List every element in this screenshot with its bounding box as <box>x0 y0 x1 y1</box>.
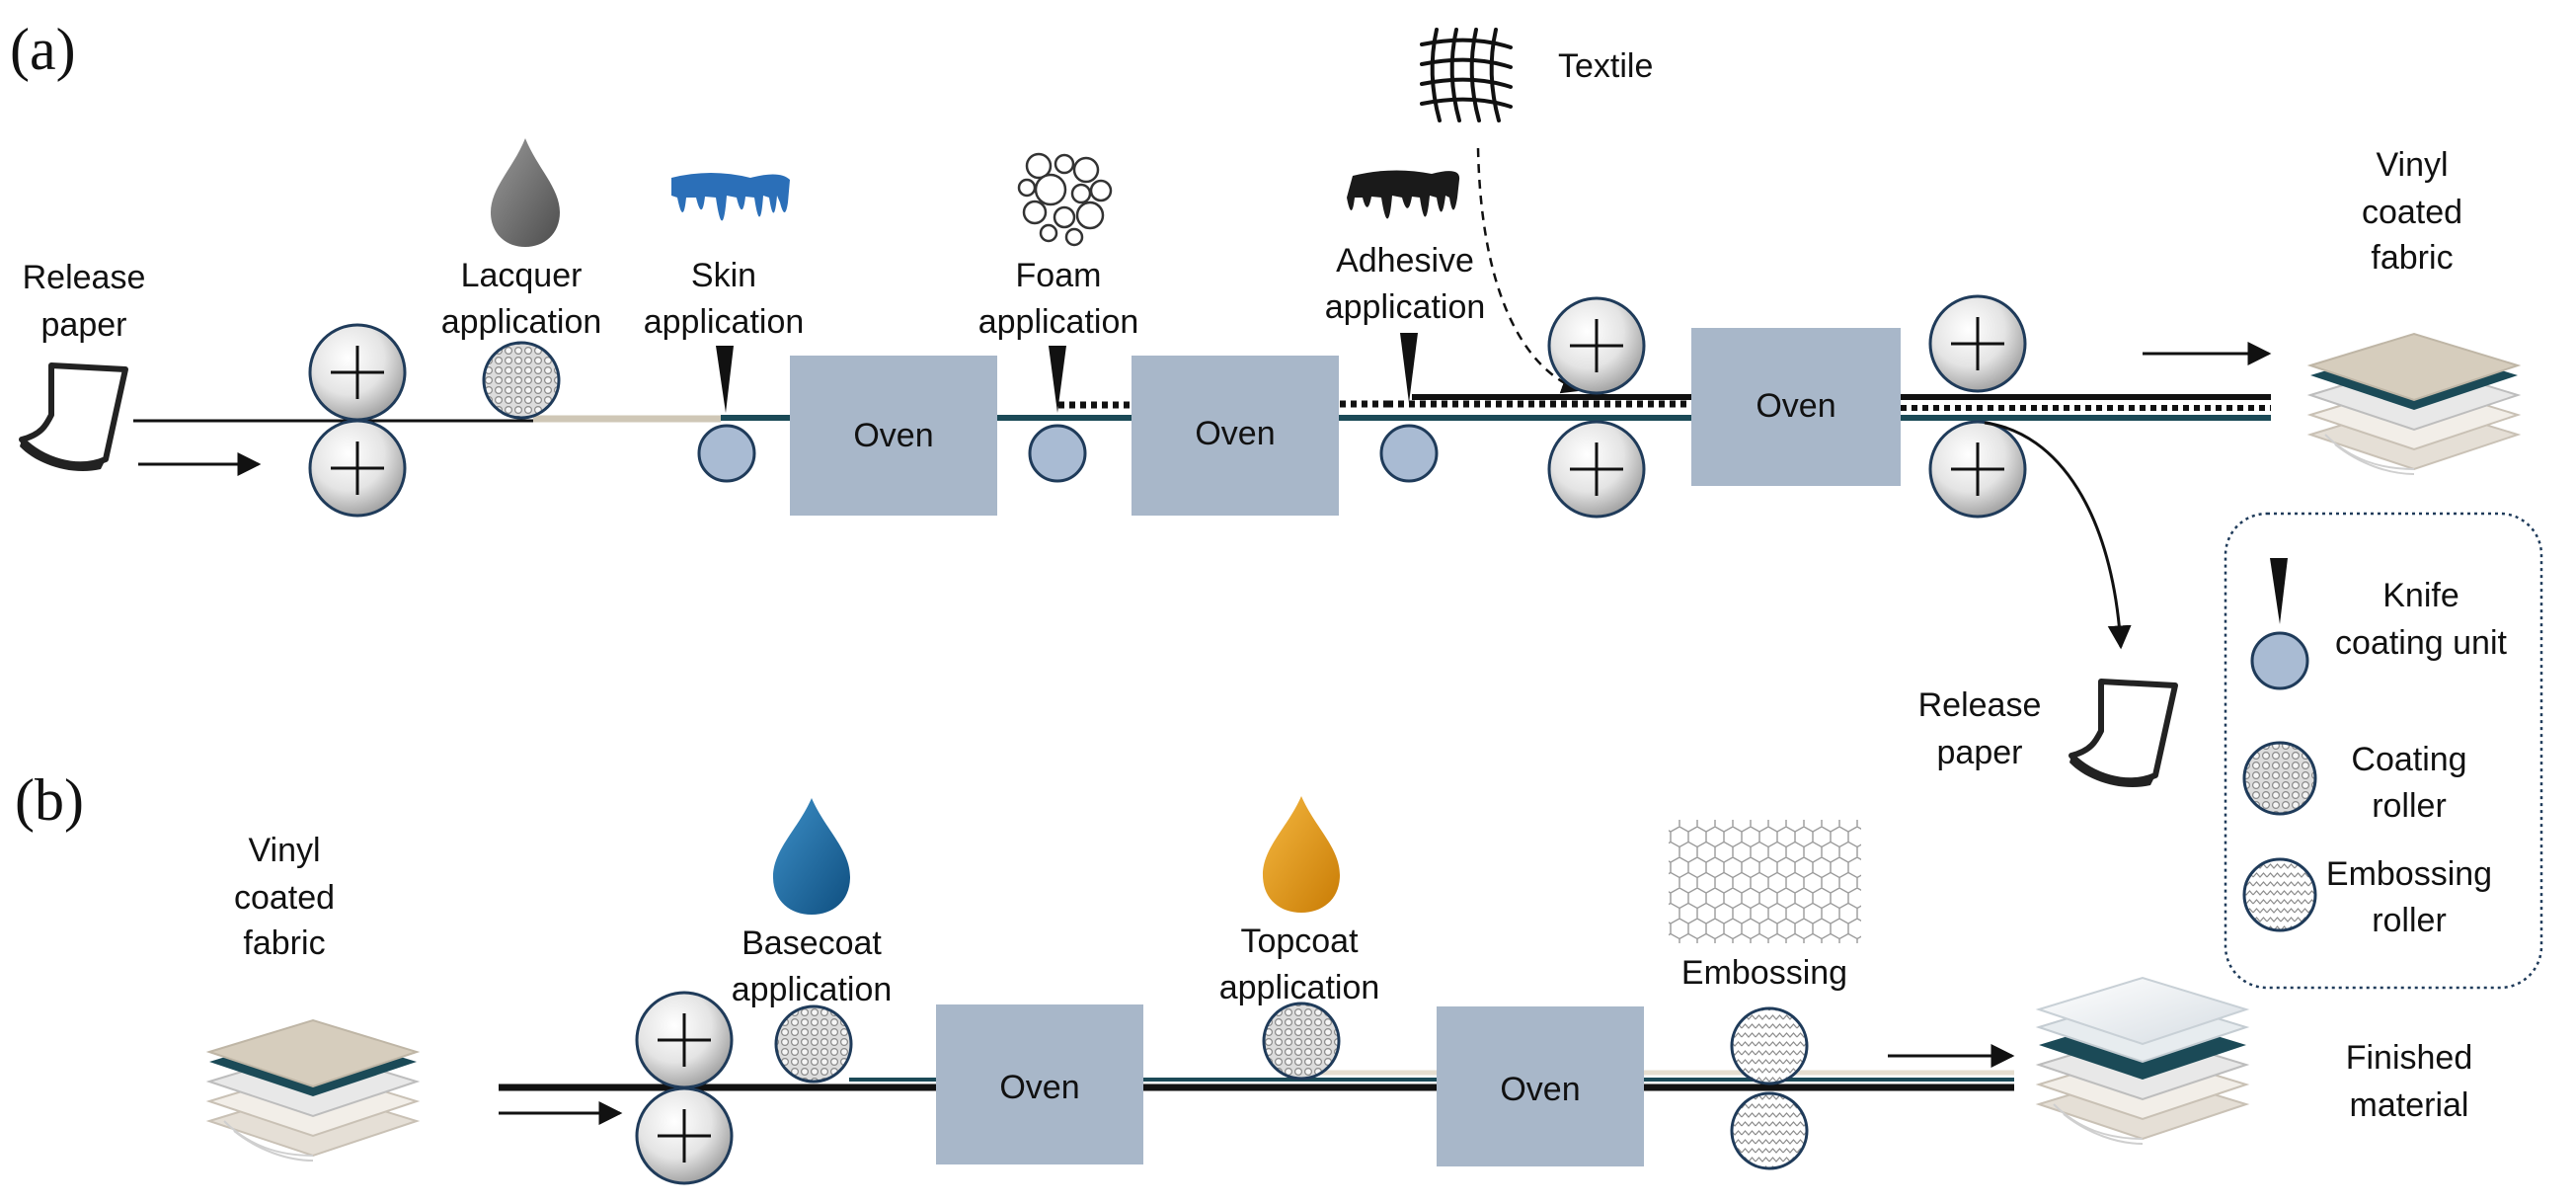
oven-a-2-label: Oven <box>1195 415 1275 452</box>
nip-roller-pair-b <box>635 991 734 1185</box>
oven-a-3 <box>1691 328 1901 486</box>
lacquer-drop-icon <box>491 138 560 247</box>
legend-coating-roller <box>2242 741 2317 816</box>
legend-embossing-label-1: Embossing <box>2326 855 2492 893</box>
vinyl-in-label-2: coated <box>234 879 335 917</box>
textile-feed-path <box>1476 147 1582 394</box>
vinyl-out-label-1: Vinyl <box>2376 146 2448 184</box>
legend-embossing-label-2: roller <box>2372 902 2447 939</box>
oven-b-1 <box>936 1004 1143 1164</box>
legend-knife-blade <box>2270 558 2288 624</box>
adhesive-label-2: application <box>1325 288 1486 326</box>
topcoat-drop-icon <box>1263 796 1340 913</box>
skin-label-1: Skin <box>691 257 756 294</box>
lacquer-label-1: Lacquer <box>461 257 583 294</box>
skin-drip-icon <box>671 173 790 221</box>
topcoat-label-2: application <box>1219 969 1380 1006</box>
basecoat-drop-icon <box>773 798 850 915</box>
layered-fabric-icon <box>2306 332 2522 475</box>
legend-knife-label-2: coating unit <box>2335 624 2507 662</box>
legend: Knife coating unit Coating roller Emboss… <box>2224 512 2543 990</box>
oven-a-1 <box>790 356 997 516</box>
release-paper-icon <box>19 362 128 472</box>
panel-label-b: (b) <box>15 767 84 833</box>
legend-embossing-roller <box>2242 857 2317 932</box>
lacquer-label-2: application <box>441 303 602 341</box>
knife-blade-foam <box>1049 346 1066 413</box>
foam-bubbles-icon <box>1017 152 1113 247</box>
oven-b-2-label: Oven <box>1500 1071 1580 1108</box>
nip-roller-pair-1 <box>308 323 407 518</box>
embossing-roller-bottom <box>1730 1091 1809 1170</box>
textile-label: Textile <box>1558 47 1653 85</box>
coating-roller-basecoat <box>774 1004 853 1084</box>
coating-roller-lacquer <box>482 341 561 420</box>
knife-roller-foam <box>1028 424 1087 483</box>
release-paper-icon <box>2069 679 2178 788</box>
legend-coating-label-2: roller <box>2372 787 2447 825</box>
legend-knife-label-1: Knife <box>2382 577 2459 614</box>
knife-roller-skin <box>697 424 756 483</box>
finished-label-1: Finished <box>2346 1039 2473 1077</box>
vinyl-out-label-2: coated <box>2362 194 2462 231</box>
embossing-roller-top <box>1730 1006 1809 1085</box>
finished-label-2: material <box>2350 1086 2469 1124</box>
oven-b-2 <box>1437 1006 1644 1166</box>
oven-a-3-label: Oven <box>1756 387 1835 425</box>
release-paper-out-label-2: paper <box>1937 734 2023 771</box>
skin-label-2: application <box>644 303 805 341</box>
release-paper-in-label-2: paper <box>41 306 127 344</box>
finished-material-icon <box>2035 976 2250 1145</box>
panel-label-a: (a) <box>10 17 76 82</box>
oven-b-1-label: Oven <box>999 1069 1079 1106</box>
vinyl-in-label-1: Vinyl <box>248 832 320 869</box>
release-paper-in-label-1: Release <box>23 259 146 296</box>
hexagon-pattern-icon <box>1669 820 1861 943</box>
adhesive-drip-icon <box>1347 170 1460 219</box>
vinyl-in-label-3: fabric <box>243 924 325 962</box>
legend-knife-roller <box>2250 631 2309 690</box>
embossing-label: Embossing <box>1681 954 1847 992</box>
release-paper-takeoff-path <box>1984 421 2132 650</box>
nip-roller-pair-2 <box>1547 296 1646 519</box>
release-paper-out-label-1: Release <box>1918 686 2042 724</box>
coating-roller-topcoat <box>1262 1002 1341 1081</box>
basecoat-label-1: Basecoat <box>742 924 882 962</box>
knife-blade-skin <box>716 346 734 413</box>
foam-label-2: application <box>978 303 1139 341</box>
adhesive-label-1: Adhesive <box>1336 242 1474 280</box>
knife-roller-adhesive <box>1379 424 1439 483</box>
basecoat-label-2: application <box>732 971 893 1008</box>
nip-roller-pair-3 <box>1928 294 2027 519</box>
legend-coating-label-1: Coating <box>2351 741 2466 778</box>
vinyl-out-label-3: fabric <box>2371 239 2453 277</box>
oven-a-1-label: Oven <box>853 417 933 454</box>
foam-label-1: Foam <box>1016 257 1102 294</box>
oven-a-2 <box>1132 356 1339 516</box>
knife-blade-adhesive <box>1400 333 1418 403</box>
layered-fabric-icon <box>205 1018 421 1162</box>
topcoat-label-1: Topcoat <box>1240 923 1359 960</box>
textile-mesh-icon <box>1420 28 1513 122</box>
